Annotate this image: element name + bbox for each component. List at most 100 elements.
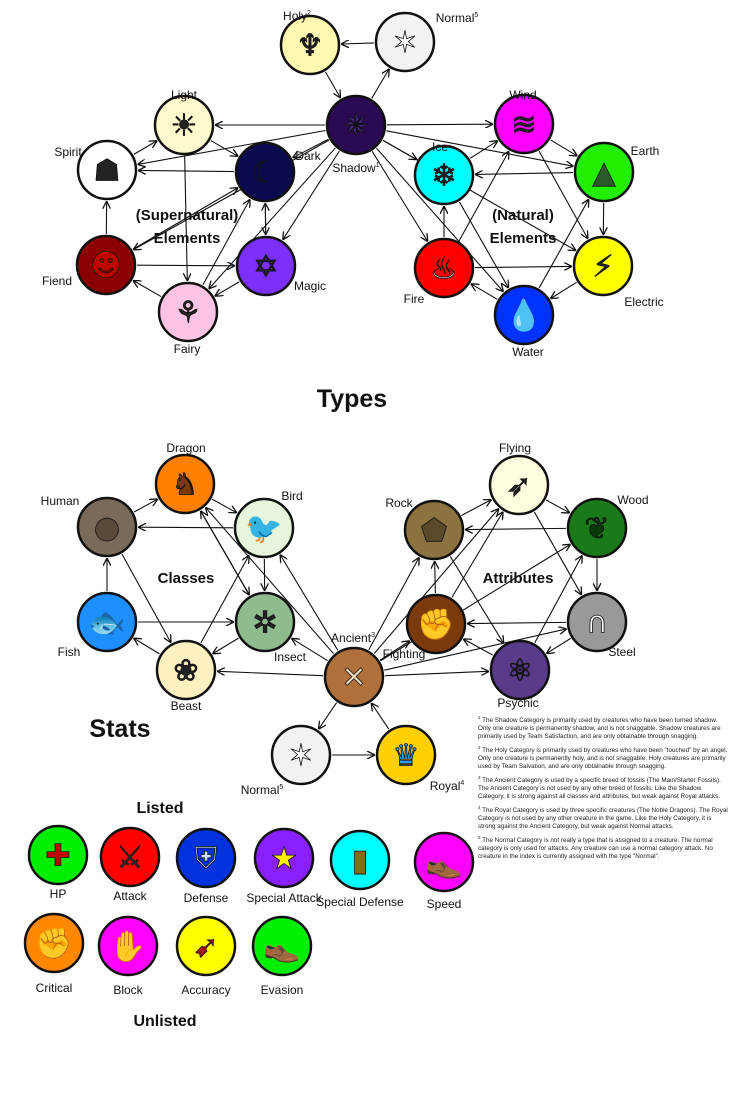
supernatural-label-1: (Supernatural) (136, 207, 239, 224)
angel-icon: ♆ (297, 29, 324, 64)
arrow-ancient-to-psychic (384, 671, 488, 677)
stat-label: HP (50, 887, 67, 901)
stat-circle (251, 915, 313, 977)
arrow-royal-to-ancient (372, 704, 390, 730)
node-beast: ❀Beast (155, 639, 217, 713)
flying-circle (488, 454, 550, 516)
arrow-shadow-to-wind (386, 124, 492, 125)
stat-evasion: 👞Evasion (251, 915, 313, 997)
stat-label: Defense (184, 891, 229, 905)
royal-label: Royal4 (430, 779, 465, 793)
ancient-label: Ancient3 (331, 631, 375, 645)
label-text: Earth (631, 144, 660, 158)
stat-circle (253, 827, 315, 889)
shoe-icon: 👞 (425, 846, 462, 881)
arrow-rock-to-flying (461, 500, 490, 516)
stat-hp: ✚ HP (27, 824, 89, 901)
fiend-circle (75, 234, 137, 296)
label-text: Steel (608, 645, 635, 659)
normal_t-label: Normal5 (436, 11, 479, 25)
stat-label: Speed (427, 897, 462, 911)
node-electric: ⚡Electric (572, 235, 664, 309)
arrow-fiend-to-dark (132, 188, 238, 250)
node-ancient: ✕Ancient3 (323, 631, 385, 708)
label-text: Rock (385, 496, 413, 510)
arrow-ancient-to-steel (384, 629, 566, 671)
footnote-mark: 3 (371, 632, 375, 639)
arrow-fiend-to-magic (136, 265, 234, 266)
arrow-fire-to-electric (474, 266, 571, 267)
fairy-label: Fairy (174, 342, 201, 356)
node-human: ●Human (41, 494, 138, 558)
arrow-ancient-to-fighting (379, 641, 409, 661)
human-head-icon: ● (94, 511, 120, 546)
node-magic: ✡Magic (235, 235, 326, 297)
fiend-label: Fiend (42, 274, 72, 288)
ghost-icon: ☗ (94, 154, 121, 189)
label-text: Insect (274, 650, 307, 664)
dark-circle (234, 141, 296, 203)
fire-label: Fire (404, 292, 425, 306)
arrow-magic-to-fairy (216, 281, 240, 296)
supernatural-label-2: Elements (154, 230, 221, 247)
attributes-label: Attributes (483, 570, 554, 587)
magic-circle (235, 235, 297, 297)
earth-circle (573, 141, 635, 203)
arrow-fighting-to-rock (435, 562, 436, 594)
arrow-water-to-earth (538, 200, 588, 289)
arrow-shadow-to-earth (386, 130, 572, 166)
hand-icon: ✋ (109, 929, 146, 965)
footnote-text: The Shadow Category is primarily used by… (478, 717, 721, 741)
normal_c-circle (270, 724, 332, 786)
arrow-holy-to-shadow (324, 71, 340, 97)
shield-icon: ⛨ (195, 842, 218, 877)
footnote-text: The Ancient Category is used by a specif… (478, 777, 721, 801)
label-text: Royal (430, 779, 461, 793)
node-normal_c: ✶Normal5 (241, 724, 332, 797)
label-text: Magic (294, 279, 326, 293)
wing-icon: ➶ (506, 469, 531, 504)
arrow-steel-to-fighting (468, 622, 567, 623)
steel-circle (566, 591, 628, 653)
ice-label: Ice (432, 140, 448, 154)
mountain-icon: ▲ (592, 156, 615, 191)
fairy-circle (157, 281, 219, 343)
stat-label: Evasion (261, 983, 304, 997)
arrow-wind-to-earth (550, 139, 577, 156)
arrow-light-to-dark (210, 140, 238, 156)
arrow-insect-to-beast (213, 637, 239, 653)
node-fire: ♨Fire (404, 237, 475, 306)
node-flying: ➶Flying (488, 441, 550, 516)
wind-label: Wind (509, 88, 536, 102)
stat-defense: ⛨ Defense (175, 827, 237, 905)
label-text: Fairy (174, 342, 201, 356)
node-earth: ▲ Earth (573, 141, 660, 203)
stat-label: Critical (36, 981, 73, 995)
arrow-shadow-to-dark (293, 138, 329, 157)
node-wind: ≋ Wind (493, 88, 555, 155)
arrow-rock-to-psychic (449, 556, 503, 642)
spirit-circle (76, 139, 138, 201)
snowflake-icon: ❄ (431, 159, 456, 194)
label-text: Ice (432, 140, 448, 154)
tornado-icon: ≋ (511, 108, 536, 143)
dark-label: Dark (295, 149, 321, 163)
arrow-wind-to-electric (538, 150, 587, 238)
psychic-circle (489, 639, 551, 701)
red-cross-icon: ✚ (45, 839, 70, 874)
fish-icon: 🐟 (88, 606, 125, 641)
psychic-label: Psychic (497, 696, 538, 710)
label-text: Wind (509, 88, 536, 102)
footnote-1: 1 The Shadow Category is primarily used … (478, 714, 728, 741)
arrow-ice-to-wind (469, 141, 497, 159)
rock-circle (403, 499, 465, 561)
node-dark: ☾Dark (234, 141, 322, 203)
crown-icon: ♛ (393, 739, 420, 774)
arrow-beast-to-fish (134, 639, 160, 655)
wood-label: Wood (617, 493, 648, 507)
bird-circle (233, 497, 295, 559)
royal-circle (375, 724, 437, 786)
holy-circle (279, 14, 341, 76)
label-text: Dragon (166, 441, 205, 455)
footnote-text: The Royal Category is used by three spec… (478, 807, 728, 831)
